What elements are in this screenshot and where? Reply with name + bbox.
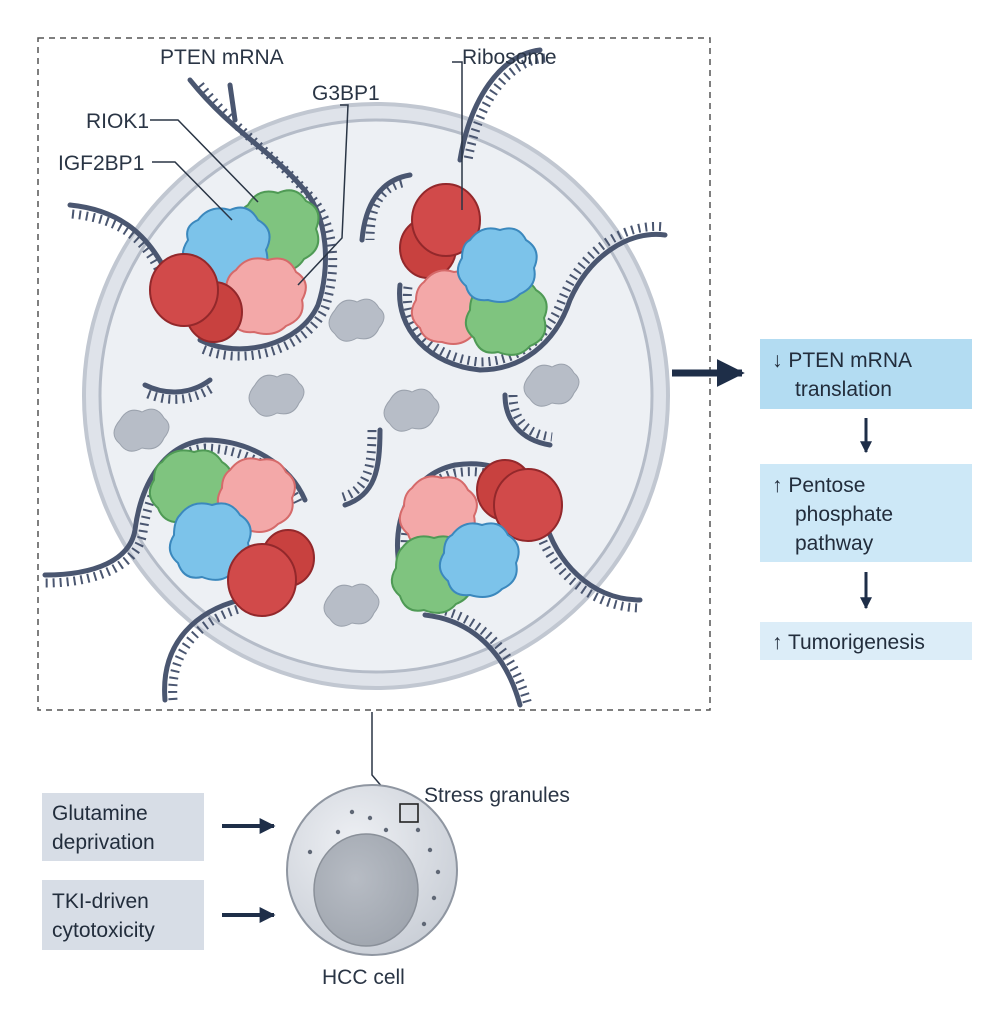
ribosome-leader [452, 61, 463, 210]
complex-cluster-bottom-right [390, 459, 563, 614]
stimulus-line: cytotoxicity [52, 919, 155, 942]
mrna-strand [502, 392, 553, 448]
mrna-strand [162, 597, 243, 703]
ribosome-large-subunit [493, 468, 563, 542]
complex-cluster-bottom-left [148, 449, 315, 617]
outcome-line: translation [795, 378, 892, 401]
label-stress-granules: Stress granules [424, 784, 570, 807]
stimulus-box-glutamine: Glutamine deprivation [42, 793, 204, 861]
outcome-box-pten-translation: ↓ PTEN mRNA translation [760, 339, 972, 409]
g3bp1-leader [297, 104, 349, 286]
hcc-cell [286, 784, 458, 956]
label-ribosome: Ribosome [462, 46, 557, 69]
outcome-line: ↑ Tumorigenesis [772, 631, 925, 654]
outcome-line: ↓ PTEN mRNA [772, 349, 912, 372]
stimulus-box-tki: TKI-driven cytotoxicity [42, 880, 204, 950]
mrna-strand [227, 82, 238, 123]
grey-particles [113, 298, 580, 627]
outcome-line: ↑ Pentose [772, 474, 865, 497]
label-hcc-cell: HCC cell [322, 966, 405, 989]
ribosome-large-subunit [227, 543, 297, 617]
mrna-strand [422, 612, 523, 708]
leader-lines [150, 61, 463, 286]
igf2bp1-protein [456, 227, 538, 303]
mrna-strand [397, 231, 668, 373]
ribosome-large-subunit [149, 253, 219, 327]
stimulus-line: Glutamine [52, 802, 148, 825]
mrna-strand [342, 427, 383, 508]
label-igf2bp1: IGF2BP1 [58, 152, 144, 175]
complex-cluster-top-right [399, 183, 548, 356]
mrna-strand [142, 377, 213, 395]
stimulus-line: deprivation [52, 831, 155, 854]
riok1-leader [150, 119, 259, 203]
label-riok1: RIOK1 [86, 110, 149, 133]
stress-granule-dots [307, 809, 441, 927]
igf2bp1-leader [152, 161, 233, 221]
outcome-box-tumorigenesis: ↑ Tumorigenesis [760, 622, 972, 660]
zoom-frame [37, 37, 711, 711]
outcome-line: pathway [795, 532, 874, 555]
nucleus [313, 833, 419, 947]
mrna-strand [457, 47, 543, 163]
outcome-line: phosphate [795, 503, 893, 526]
label-g3bp1: G3BP1 [312, 82, 380, 105]
complex-cluster-top-left [149, 189, 320, 343]
zoom-marker [399, 803, 419, 823]
ribosome-large-subunit [411, 183, 481, 257]
igf2bp1-protein [438, 522, 520, 598]
stimulus-line: TKI-driven [52, 890, 149, 913]
outcome-box-pentose-pathway: ↑ Pentose phosphate pathway [760, 464, 972, 562]
label-pten-mrna: PTEN mRNA [160, 46, 284, 69]
